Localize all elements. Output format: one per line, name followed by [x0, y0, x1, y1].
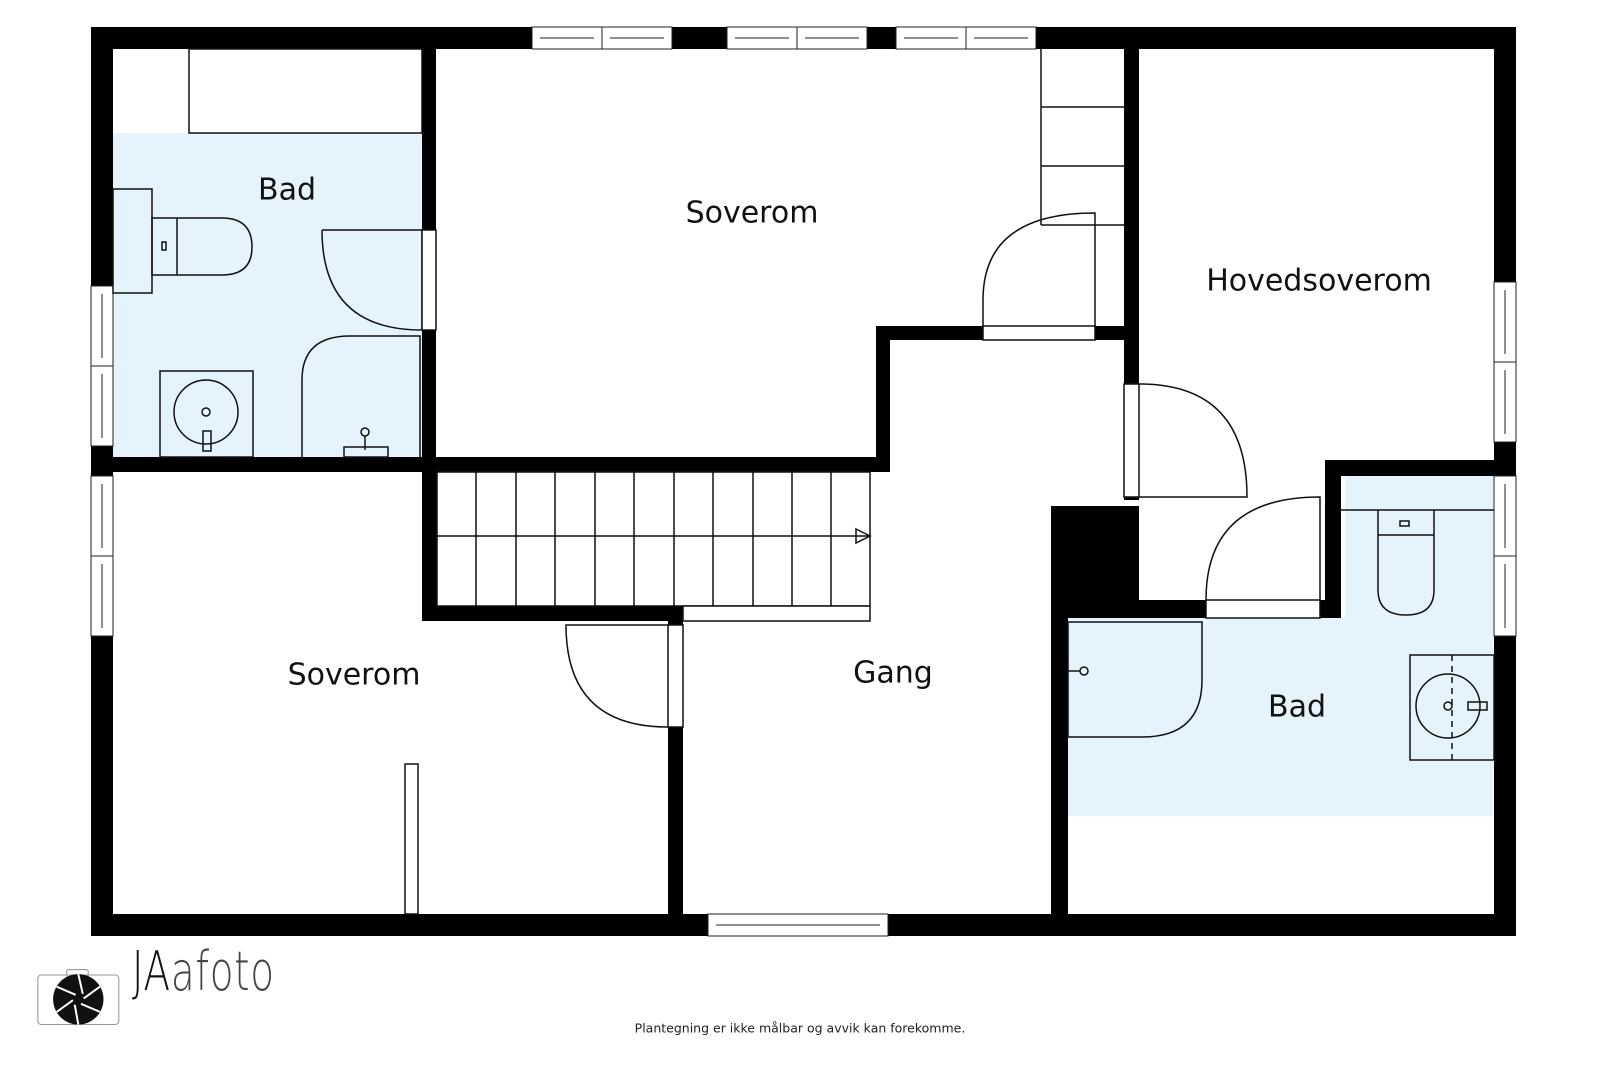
bathroom-fills — [112, 133, 1493, 816]
room-label-soverom-1: Soverom — [685, 195, 819, 231]
room-label-gang: Gang — [853, 655, 933, 691]
hovedsoverom-doors — [1123, 383, 1321, 619]
bad-2-fixtures — [1067, 509, 1495, 761]
stairs — [436, 471, 872, 622]
disclaimer-text: Plantegning er ikke målbar og avvik kan … — [634, 1020, 966, 1036]
brand-wordmark: JAafoto — [132, 940, 275, 1003]
bad-1-fixtures — [112, 48, 437, 458]
soverom-1-fixtures — [982, 49, 1124, 341]
room-label-bad-2: Bad — [1267, 689, 1327, 725]
room-label-bad-1: Bad — [257, 172, 317, 208]
room-label-hovedsoverom: Hovedsoverom — [1206, 263, 1432, 299]
brand-suffix: afoto — [170, 940, 275, 1003]
windows — [90, 26, 1517, 937]
soverom-2-fixtures — [404, 624, 684, 915]
room-label-soverom-2: Soverom — [287, 657, 421, 693]
brand-prefix: JA — [132, 940, 171, 1003]
camera-aperture-logo-icon — [37, 969, 120, 1026]
